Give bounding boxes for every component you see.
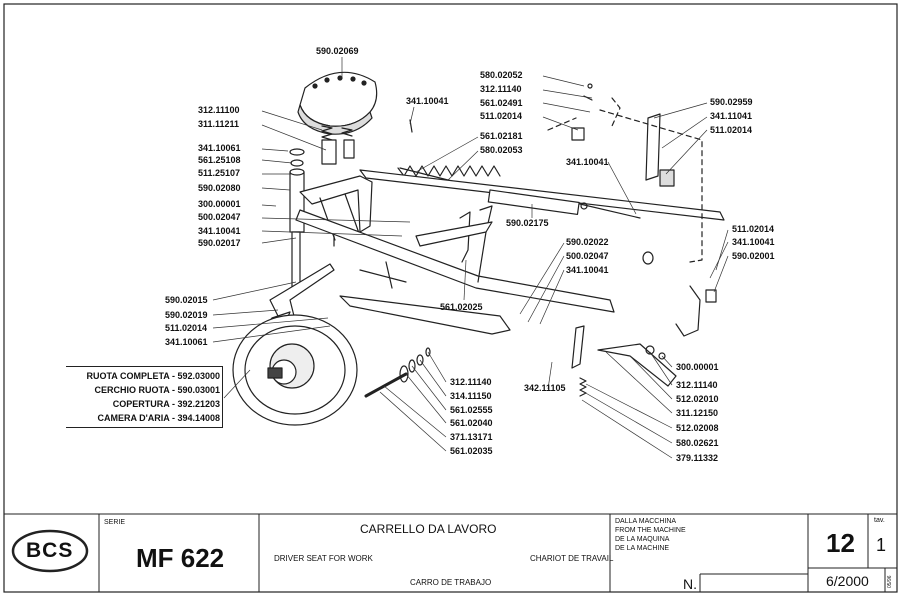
label-312-11140-right: 312.11140	[676, 380, 718, 390]
label-312-11140-top: 312.11140	[480, 84, 522, 94]
steering-link	[339, 221, 511, 335]
label-590-02001: 590.02001	[732, 251, 775, 261]
label-590-02080: 590.02080	[198, 183, 241, 193]
seat-spring	[321, 125, 355, 165]
label-342-11105: 342.11105	[524, 383, 566, 393]
seat	[297, 71, 378, 135]
right-bracket	[599, 97, 717, 337]
label-371-13171: 371.13171	[450, 432, 493, 442]
n-label: N.	[683, 576, 697, 592]
label-379-11332: 379.11332	[676, 453, 719, 463]
label-300-00001: 300.00001	[198, 199, 241, 209]
wheel	[232, 314, 358, 426]
sheet-number: 1	[876, 535, 887, 555]
label-580-02052: 580.02052	[480, 70, 523, 80]
label-590-02959: 590.02959	[710, 97, 753, 107]
label-590-02175: 590.02175	[506, 218, 549, 228]
top-small-parts	[409, 83, 593, 141]
label-341-10041-mid: 341.10041	[566, 157, 609, 167]
label-511-02014-left: 511.02014	[165, 323, 208, 333]
label-511-02014-right: 511.02014	[710, 125, 753, 135]
tav-label: tav.	[874, 517, 885, 524]
label-512-02010: 512.02010	[676, 394, 719, 404]
label-561-02040: 561.02040	[450, 418, 493, 428]
side-code: 05/96	[887, 575, 893, 588]
label-561-02181: 561.02181	[480, 131, 523, 141]
label-500-02047-mid: 500.02047	[566, 251, 609, 261]
title-italian: CARRELLO DA LAVORO	[360, 522, 497, 536]
title-french: CHARIOT DE TRAVAIL	[530, 554, 614, 563]
label-300-00001-right: 300.00001	[676, 362, 719, 372]
wheel-kit-rim: CERCHIO RUOTA - 590.03001	[94, 385, 220, 395]
title-spanish: CARRO DE TRABAJO	[410, 578, 492, 587]
label-561-25108: 561.25108	[198, 155, 241, 165]
title-english: DRIVER SEAT FOR WORK	[274, 554, 373, 563]
model-name: MF 622	[136, 543, 225, 573]
label-312-11100: 312.11100	[198, 105, 240, 115]
label-561-02491: 561.02491	[480, 98, 523, 108]
label-561-02025: 561.02025	[440, 302, 483, 312]
leader-lines	[212, 57, 729, 459]
label-590-02017: 590.02017	[198, 238, 241, 248]
label-341-10061-left: 341.10061	[165, 337, 208, 347]
label-580-02053: 580.02053	[480, 145, 523, 155]
label-511-02014-top: 511.02014	[480, 111, 523, 121]
label-511-02014-r2: 511.02014	[732, 224, 775, 234]
label-590-02022: 590.02022	[566, 237, 609, 247]
label-341-10061: 341.10061	[198, 143, 241, 153]
issue-date: 6/2000	[826, 573, 869, 589]
shock-absorber	[487, 189, 641, 219]
table-number: 12	[826, 528, 855, 558]
brake-lever	[571, 325, 677, 397]
label-500-02047: 500.02047	[198, 212, 241, 222]
label-590-02069: 590.02069	[316, 46, 359, 56]
wheel-kit-complete: RUOTA COMPLETA - 592.03000	[86, 371, 220, 381]
wheel-kit-box	[66, 366, 223, 428]
label-341-10041-r2: 341.10041	[732, 237, 775, 247]
label-341-10041: 341.10041	[198, 226, 241, 236]
label-341-11041: 341.11041	[710, 111, 753, 121]
wheel-kit-tube: CAMERA D'ARIA - 394.14008	[97, 413, 220, 423]
label-341-10041-mid2: 341.10041	[566, 265, 609, 275]
label-561-02035: 561.02035	[450, 446, 493, 456]
label-314-11150: 314.11150	[450, 391, 492, 401]
label-312-11140-hub: 312.11140	[450, 377, 492, 387]
label-311-12150: 311.12150	[676, 408, 719, 418]
title-block-frame	[4, 513, 897, 592]
serie-label: SERIE	[104, 519, 126, 526]
label-341-10041-top: 341.10041	[406, 96, 449, 106]
exploded-drawing	[232, 71, 725, 426]
main-frame	[295, 169, 725, 313]
bcs-logo: BCS	[26, 539, 74, 562]
label-561-02555: 561.02555	[450, 405, 493, 415]
from-machine-3: DE LA MAQUINA	[615, 536, 670, 543]
from-machine-1: DALLA MACCHINA	[615, 518, 677, 525]
label-590-02015: 590.02015	[165, 295, 208, 305]
label-512-02008: 512.02008	[676, 423, 719, 433]
axle-parts	[364, 347, 431, 398]
from-machine-2: FROM THE MACHINE	[615, 527, 686, 534]
label-580-02621: 580.02621	[676, 438, 719, 448]
label-311-11211: 311.11211	[198, 119, 240, 129]
label-511-25107: 511.25107	[198, 168, 241, 178]
page-border	[3, 3, 898, 593]
label-590-02019: 590.02019	[165, 310, 208, 320]
wheel-kit-tyre: COPERTURA - 392.21203	[112, 399, 220, 409]
from-machine-4: DE LA MACHINE	[615, 545, 670, 552]
